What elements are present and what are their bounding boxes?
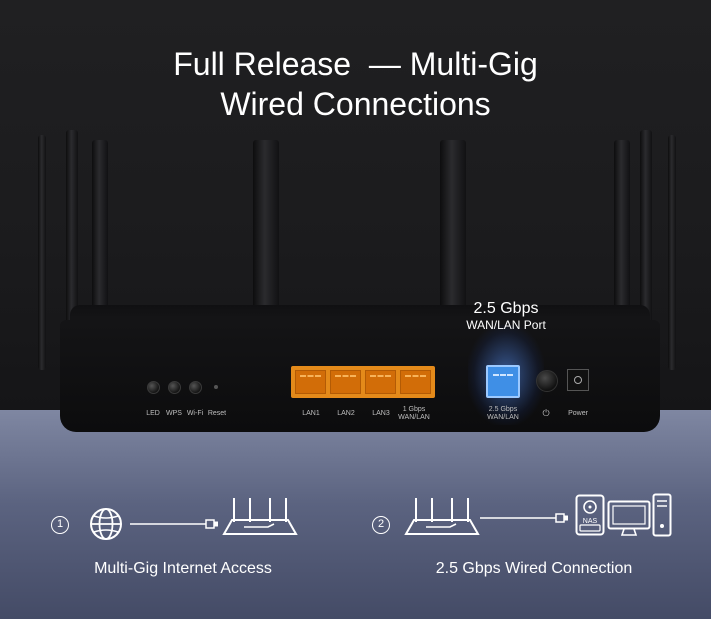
step-number-2: 2	[372, 516, 390, 534]
wan-lan-1g-label-line-1: 1 Gbps	[402, 406, 426, 413]
nas-label: NAS	[582, 518, 598, 525]
lan1-port	[295, 370, 326, 394]
router-icon	[222, 498, 298, 535]
cable-icon	[480, 513, 568, 523]
router-rear-view: LED WPS Wi-Fi Reset LAN1 LAN2 LAN3 1 Gbp…	[38, 130, 676, 432]
wifi-label: Wi-Fi	[186, 410, 204, 417]
wan-lan-2-5g-port	[486, 365, 520, 398]
antenna	[668, 135, 676, 370]
wan-lan-1g-label-line-2: WAN/LAN	[398, 414, 430, 421]
callout-speed: 2.5 Gbps	[473, 300, 539, 317]
power-button-icon: ⏻	[542, 408, 550, 418]
lan3-label: LAN3	[372, 410, 390, 417]
wan-lan-1g-label: 1 Gbps WAN/LAN	[394, 406, 434, 422]
headline: Full Release — Multi-Gig Wired Connectio…	[0, 44, 711, 124]
reset-label: Reset	[207, 410, 227, 417]
wan-lan-2-5g-label: 2.5 Gbps WAN/LAN	[483, 406, 523, 422]
feature-1-caption: Multi-Gig Internet Access	[94, 560, 272, 577]
power-jack	[567, 369, 589, 391]
wifi-button	[189, 381, 202, 394]
cable-icon	[130, 519, 218, 529]
headline-line-1: Full Release — Multi-Gig	[173, 46, 538, 82]
monitor-icon	[607, 500, 651, 536]
lan2-port	[330, 370, 361, 394]
wan-lan-2-5g-label-line-1: 2.5 Gbps	[488, 406, 518, 413]
lan3-port	[365, 370, 396, 394]
step-number-1: 1	[51, 516, 69, 534]
nas-icon	[575, 494, 605, 536]
led-label: LED	[146, 410, 160, 417]
wan-lan-1g-port	[400, 370, 431, 394]
reset-pinhole	[214, 385, 218, 389]
globe-icon	[90, 508, 122, 540]
lan1-label: LAN1	[302, 410, 320, 417]
wan-port-callout: 2.5 Gbps WAN/LAN Port	[438, 300, 574, 333]
wps-label: WPS	[166, 410, 182, 417]
router-icon	[404, 498, 480, 535]
antenna	[38, 135, 46, 370]
wps-button	[168, 381, 181, 394]
callout-port: WAN/LAN Port	[466, 318, 546, 332]
wan-lan-2-5g-label-line-2: WAN/LAN	[487, 414, 519, 421]
feature-2-caption: 2.5 Gbps Wired Connection	[435, 560, 633, 577]
power-button	[536, 370, 558, 392]
led-button	[147, 381, 160, 394]
headline-line-2: Wired Connections	[220, 86, 491, 122]
power-label: Power	[568, 410, 588, 417]
desktop-tower-icon	[652, 493, 672, 537]
lan2-label: LAN2	[337, 410, 355, 417]
